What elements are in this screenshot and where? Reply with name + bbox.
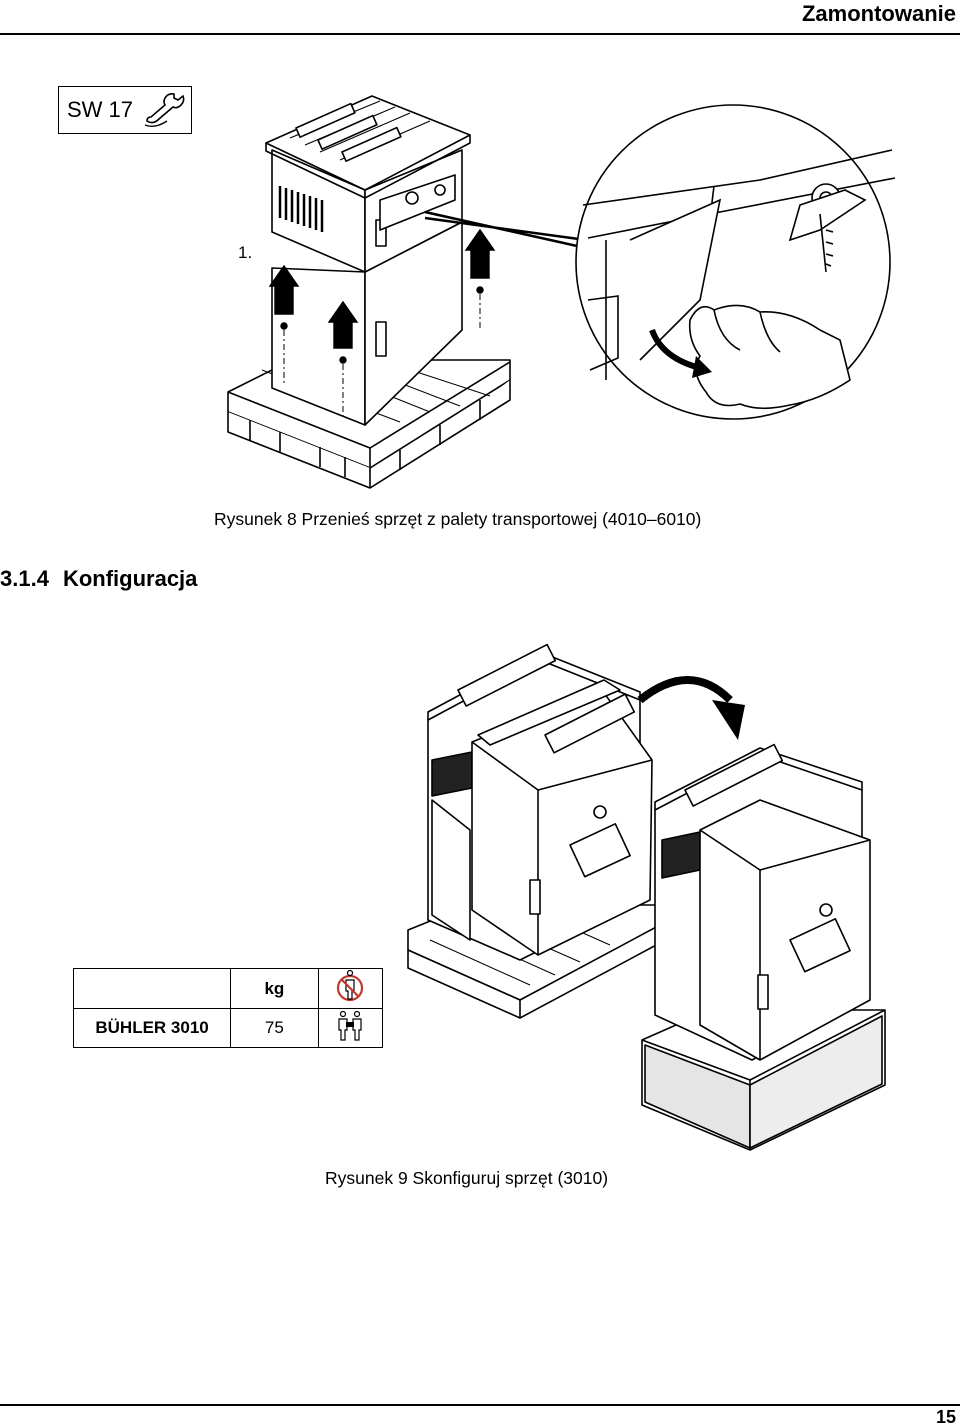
wrench-icon — [144, 93, 185, 128]
section-title: Konfiguracja — [62, 566, 198, 591]
footer-rule — [0, 1404, 960, 1406]
header-icon-cell — [317, 968, 384, 1009]
weight-table-header-row: kg — [72, 968, 384, 1009]
figure9-configuration-illustration — [407, 643, 886, 1151]
header-unit: kg — [230, 968, 319, 1009]
lift-icon-cell — [317, 1008, 384, 1048]
figure8-caption: Rysunek 8 Przenieś sprzęt z palety trans… — [214, 509, 702, 529]
model-name: BÜHLER 3010 — [72, 1008, 232, 1048]
table-row: BÜHLER 3010 75 — [72, 1008, 384, 1048]
figure9-caption: Rysunek 9 Skonfiguruj sprzęt (3010) — [325, 1168, 609, 1188]
header-rule — [0, 33, 960, 35]
weight-table: kg BÜHLER 3010 75 — [72, 968, 384, 1048]
no-single-person-lift-icon — [337, 969, 364, 1002]
weight-value: 75 — [230, 1008, 319, 1048]
two-person-lift-icon — [338, 1010, 362, 1041]
tool-size-box: SW 17 — [58, 86, 192, 134]
section-number: 3.1.4 — [0, 566, 49, 591]
step-1-label: 1. — [238, 243, 253, 262]
section-heading: 3.1.4 Konfiguracja — [0, 566, 197, 592]
tool-size-label: SW 17 — [67, 97, 134, 122]
header-empty-cell — [72, 968, 232, 1009]
page-number: 15 — [935, 1407, 956, 1427]
page-header-title: Zamontowanie — [801, 1, 956, 26]
figure8-cabinet-illustration — [227, 95, 896, 489]
